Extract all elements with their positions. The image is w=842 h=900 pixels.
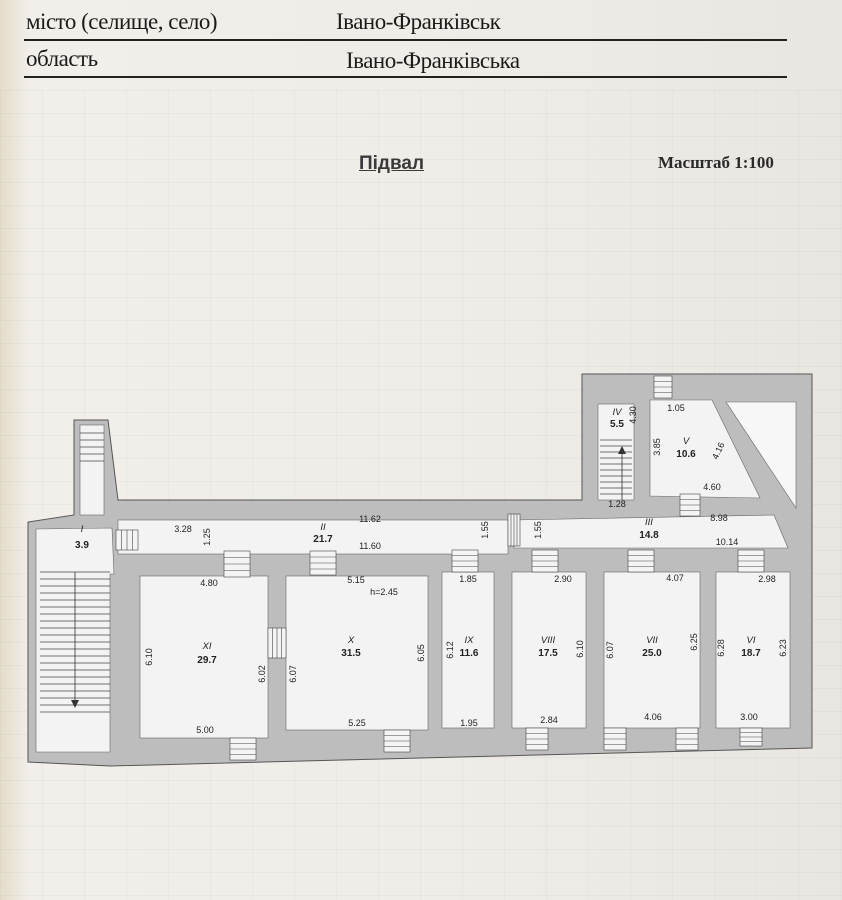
room-VII-area: 25.0 — [642, 648, 662, 659]
city-label: місто (селище, село) — [26, 9, 218, 34]
dim-x-right: 6.05 — [416, 644, 426, 662]
room-I-number: I — [81, 524, 84, 535]
dim-vii-left: 6.07 — [605, 641, 615, 659]
ceiling-height-note: h=2.45 — [370, 587, 398, 597]
dim-1-28: 1.28 — [608, 499, 626, 509]
dim-vii-top: 4.07 — [666, 573, 684, 583]
dim-xi-left: 6.10 — [144, 648, 154, 666]
dim-ix-top: 1.85 — [459, 574, 477, 584]
room-II-number: II — [320, 522, 326, 533]
dim-x-bottom: 5.25 — [348, 718, 366, 728]
city-value: Івано-Франківськ — [336, 9, 501, 34]
dim-3-28: 3.28 — [174, 524, 192, 534]
wall-opening — [451, 549, 479, 573]
shaft-void — [725, 401, 797, 509]
dim-xi-top: 4.80 — [200, 578, 218, 588]
wall-opening — [531, 549, 559, 573]
dim-1-55-left: 1.55 — [480, 521, 490, 539]
plan-scale: Масштаб 1:100 — [658, 153, 774, 172]
dim-xi-right: 6.02 — [257, 665, 267, 683]
dim-8-98: 8.98 — [710, 513, 728, 523]
wall-opening — [223, 550, 251, 578]
wall-opening — [653, 375, 673, 399]
room-XI-number: XI — [202, 641, 212, 652]
wall-opening — [267, 627, 287, 659]
region-underline — [24, 76, 787, 78]
room-XI-area: 29.7 — [197, 655, 217, 666]
wall-opening — [737, 549, 765, 573]
room-VII-floor — [603, 571, 701, 729]
region-label: область — [26, 46, 98, 71]
wall-opening — [679, 493, 701, 517]
dim-vi-left: 6.28 — [716, 639, 726, 657]
room-V-area: 10.6 — [676, 449, 696, 460]
room-V-number: V — [683, 436, 691, 447]
room-XI-floor — [139, 575, 269, 739]
wall-opening — [627, 549, 655, 573]
wall-openings — [115, 375, 765, 761]
plan-title: Підвал — [359, 153, 425, 174]
dim-vi-bottom: 3.00 — [740, 712, 758, 722]
dim-vi-right: 6.23 — [778, 639, 788, 657]
wall-opening — [383, 729, 411, 753]
wall-opening — [309, 550, 337, 576]
room-VIII-floor — [511, 571, 587, 729]
room-III-area: 14.8 — [639, 530, 659, 541]
dim-1-55-right: 1.55 — [533, 521, 543, 539]
room-IV-number: IV — [613, 407, 624, 418]
dim-vi-top: 2.98 — [758, 574, 776, 584]
room-VI-area: 18.7 — [741, 648, 761, 659]
dim-11-62: 11.62 — [359, 514, 381, 524]
wall-opening — [229, 737, 257, 761]
dim-1-05: 1.05 — [667, 403, 685, 413]
dim-viii-top: 2.90 — [554, 574, 572, 584]
dim-10-14: 10.14 — [716, 537, 739, 547]
room-IX-number: IX — [465, 635, 475, 646]
dim-x-top: 5.15 — [347, 575, 365, 585]
stair-arrow-head — [71, 700, 79, 708]
room-I-area: 3.9 — [75, 540, 89, 551]
dim-vii-right: 6.25 — [689, 633, 699, 651]
room-VI-number: VI — [747, 635, 756, 646]
wall-opening — [603, 727, 627, 751]
dim-ix-bottom: 1.95 — [460, 718, 478, 728]
city-underline — [24, 39, 787, 41]
room-VI-floor — [715, 571, 791, 729]
wall-opening — [675, 727, 699, 751]
wall-opening — [115, 529, 139, 551]
room-X-number: X — [347, 635, 355, 646]
room-VII-number: VII — [646, 635, 658, 646]
left-entrance-corridor — [79, 424, 105, 516]
wall-opening — [507, 513, 521, 547]
dim-vii-bottom: 4.06 — [644, 712, 662, 722]
wall-opening — [525, 727, 549, 751]
dim-viii-bottom: 2.84 — [540, 715, 558, 725]
dim-4-30: 4.30 — [628, 406, 638, 424]
dim-x-left: 6.07 — [288, 665, 298, 683]
room-III-number: III — [645, 517, 653, 528]
wall-opening — [739, 727, 763, 747]
room-X-area: 31.5 — [341, 648, 361, 659]
region-value: Івано-Франківська — [346, 48, 520, 73]
stair-IV-arrow-head — [618, 446, 626, 454]
dim-11-60: 11.60 — [359, 541, 381, 551]
dim-ix-left: 6.12 — [445, 641, 455, 659]
dim-4-60: 4.60 — [703, 482, 721, 492]
dim-viii-right: 6.10 — [575, 640, 585, 658]
room-IV-area: 5.5 — [610, 419, 624, 430]
room-V-floor — [649, 399, 761, 499]
dim-1-25: 1.25 — [202, 528, 212, 546]
room-IX-area: 11.6 — [460, 648, 479, 659]
room-VIII-number: VIII — [541, 635, 556, 646]
room-II-area: 21.7 — [313, 534, 333, 545]
dim-3-85: 3.85 — [652, 438, 662, 456]
room-VIII-area: 17.5 — [538, 648, 558, 659]
dim-xi-bottom: 5.00 — [196, 725, 214, 735]
room-IX-floor — [441, 571, 495, 729]
